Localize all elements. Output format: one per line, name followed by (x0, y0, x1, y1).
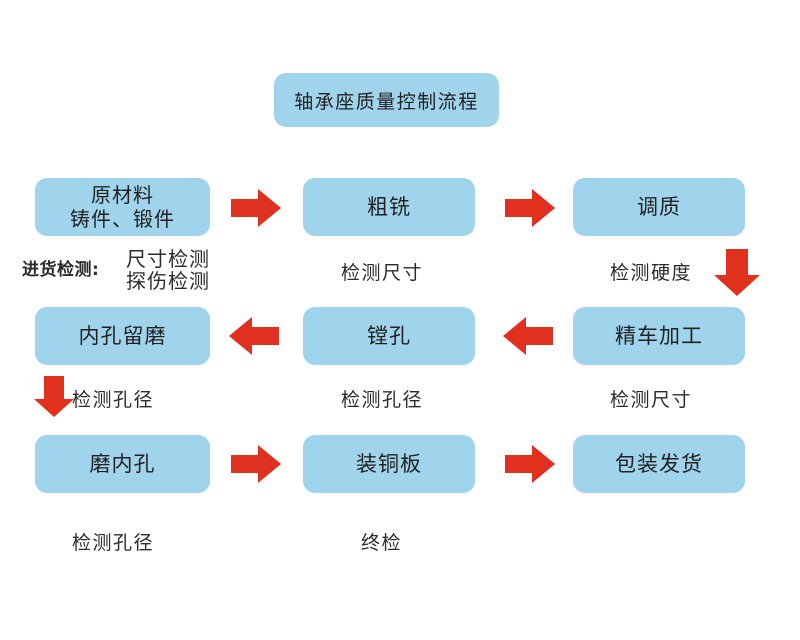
process-box-raw-material-line1: 原材料 (91, 182, 154, 207)
arrow-right-icon-rough-to-temper (505, 188, 555, 228)
process-box-grind-bore-label: 磨内孔 (89, 451, 156, 476)
arrow-down-icon-reserve-to-grind (33, 376, 75, 418)
process-box-install-copper-plate-label: 装铜板 (356, 451, 422, 476)
process-box-raw-material[interactable]: 原材料 铸件、锻件 (35, 178, 210, 236)
process-box-boring-label: 镗孔 (367, 323, 411, 348)
process-box-raw-material-line2: 铸件、锻件 (70, 207, 175, 231)
arrow-right-icon-raw-to-rough (231, 188, 281, 228)
process-box-rough-milling-label: 粗铣 (367, 194, 411, 219)
caption-rough-milling: 检测尺寸 (341, 262, 424, 284)
arrow-down-icon-temper-to-turning (713, 249, 761, 297)
caption-incoming-inspection-items: 尺寸检测 探伤检测 (126, 248, 210, 293)
arrow-right-icon-grind-to-copper (231, 444, 281, 484)
page-title: 轴承座质量控制流程 (294, 90, 479, 113)
process-box-quench-temper-label: 调质 (637, 194, 681, 219)
process-box-rough-milling[interactable]: 粗铣 (303, 178, 475, 236)
process-box-bore-reserve-grinding[interactable]: 内孔留磨 (35, 307, 210, 365)
process-box-finish-turning-label: 精车加工 (615, 323, 703, 348)
process-box-install-copper-plate[interactable]: 装铜板 (303, 435, 475, 493)
process-box-boring[interactable]: 镗孔 (303, 307, 475, 365)
caption-install-copper-plate: 终检 (361, 532, 403, 554)
arrow-right-icon-copper-to-packing (505, 444, 555, 484)
caption-bore-reserve-grinding: 检测孔径 (72, 389, 155, 411)
process-box-grind-bore[interactable]: 磨内孔 (35, 435, 210, 493)
caption-finish-turning: 检测尺寸 (610, 389, 693, 411)
process-box-finish-turning[interactable]: 精车加工 (573, 307, 745, 365)
caption-incoming-inspection-label: 进货检测: (22, 260, 100, 280)
process-box-packing-shipping-label: 包装发货 (615, 451, 703, 476)
caption-grind-bore: 检测孔径 (72, 532, 155, 554)
caption-incoming-inspection-item-2: 探伤检测 (126, 269, 210, 294)
process-box-packing-shipping[interactable]: 包装发货 (573, 435, 745, 493)
process-box-quench-temper[interactable]: 调质 (573, 178, 745, 236)
arrow-left-icon-turning-to-boring (503, 316, 553, 356)
process-box-bore-reserve-grinding-label: 内孔留磨 (78, 323, 167, 348)
flowchart-title-box: 轴承座质量控制流程 (274, 73, 499, 127)
caption-quench-temper: 检测硬度 (610, 262, 693, 284)
arrow-left-icon-boring-to-reserve (229, 316, 279, 356)
caption-boring: 检测孔径 (341, 389, 424, 411)
caption-incoming-inspection-item-1: 尺寸检测 (126, 247, 210, 271)
